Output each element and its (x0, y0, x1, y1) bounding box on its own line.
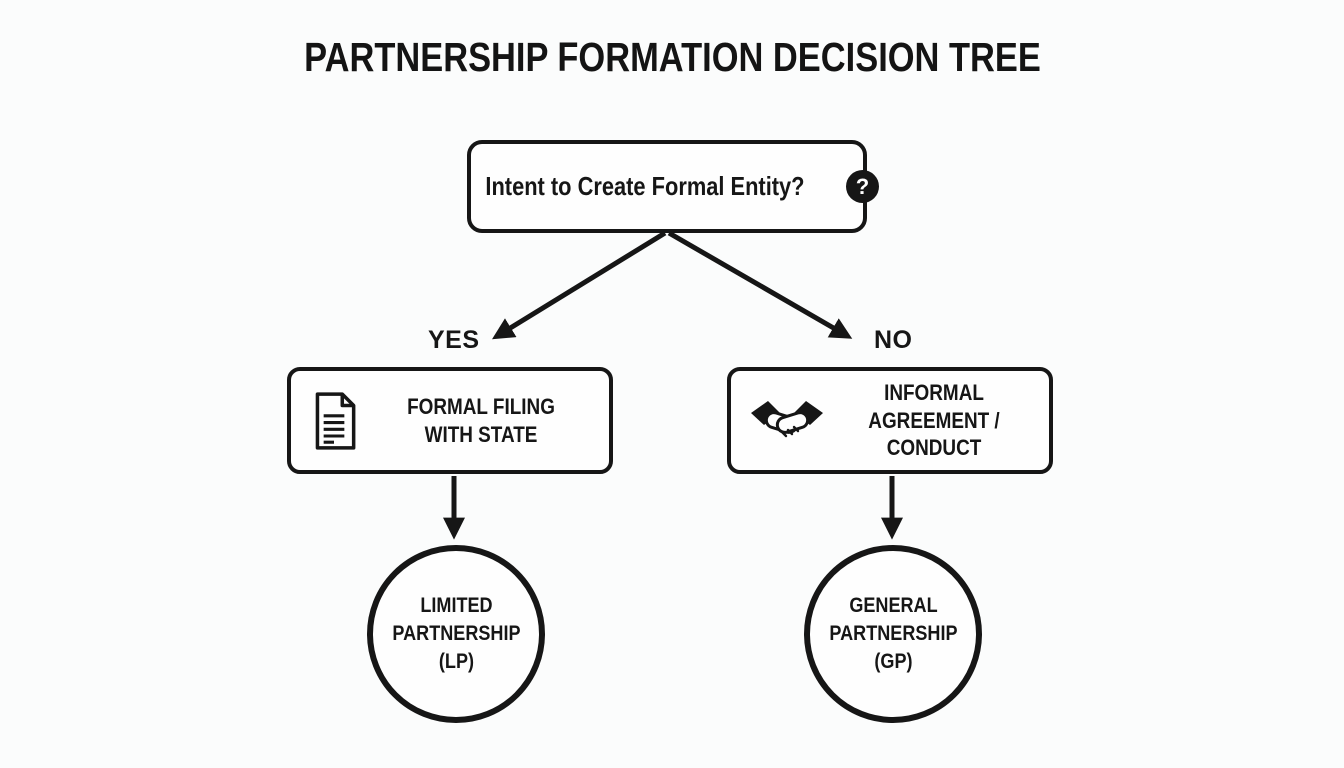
document-icon (309, 391, 359, 451)
formal-filing-node: FORMAL FILING WITH STATE (287, 367, 613, 474)
yes-arrow (492, 230, 667, 340)
limited-partnership-node: LIMITED PARTNERSHIP (LP) (367, 545, 545, 723)
question-mark-icon: ? (845, 170, 879, 203)
formal-filing-label: FORMAL FILING WITH STATE (407, 394, 555, 447)
no-edge-label: NO (874, 326, 913, 354)
root-question-label: Intent to Create Formal Entity? (485, 171, 805, 201)
yes-edge-label: YES (428, 326, 480, 354)
limited-partnership-label: LIMITED PARTNERSHIP (LP) (391, 594, 521, 673)
informal-agreement-node: INFORMAL AGREEMENT / CONDUCT (727, 367, 1053, 474)
handshake-icon (749, 396, 825, 446)
no-arrow (667, 230, 853, 339)
informal-agreement-label: INFORMAL AGREEMENT / CONDUCT (868, 380, 1000, 461)
page-title: PARTNERSHIP FORMATION DECISION TREE (303, 34, 1041, 80)
root-question-node: Intent to Create Formal Entity? ? (467, 140, 879, 233)
general-partnership-node: GENERAL PARTNERSHIP (GP) (804, 545, 982, 723)
general-partnership-label: GENERAL PARTNERSHIP (GP) (828, 594, 958, 673)
